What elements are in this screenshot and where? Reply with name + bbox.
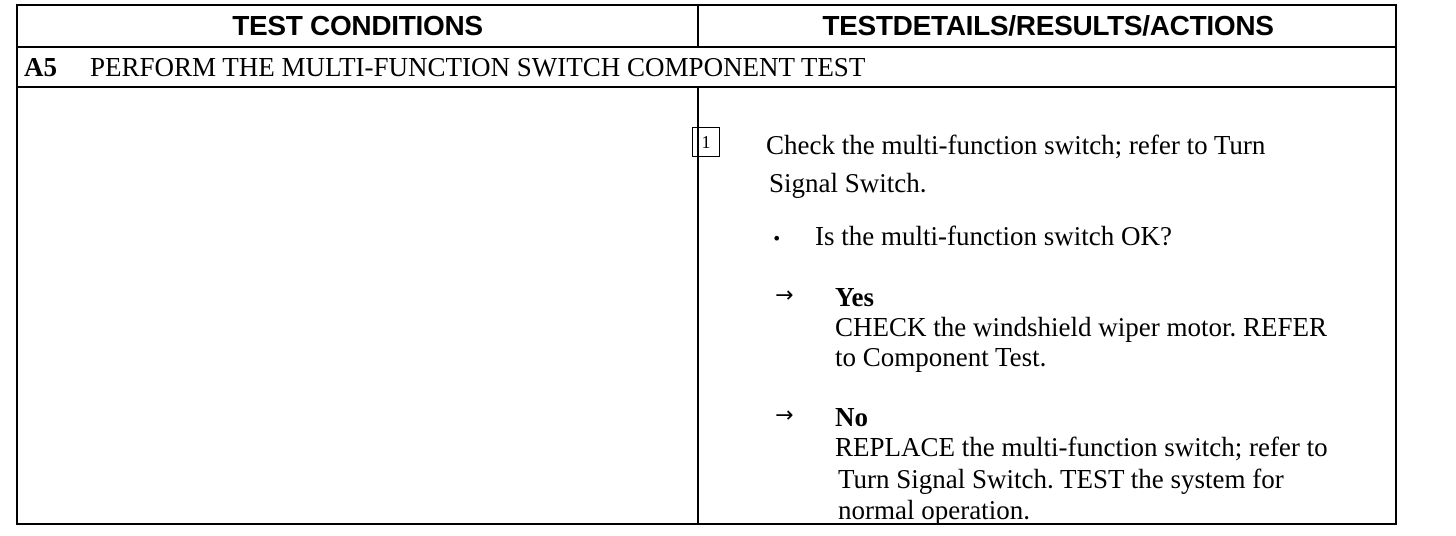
section-divider [18, 86, 1395, 88]
column-divider-top [697, 6, 699, 46]
section-code: A5 [24, 52, 57, 82]
test-details-header: TESTDETAILS/RESULTS/ACTIONS [822, 10, 1274, 41]
step-instruction-line2: Signal Switch. [769, 168, 927, 198]
section-row: A5 PERFORM THE MULTI-FUNCTION SWITCH COMP… [24, 48, 865, 86]
no-arrow-icon: → [775, 403, 794, 428]
step-question: Is the multi-function switch OK? [815, 221, 1172, 251]
bullet-icon: • [772, 229, 782, 248]
test-conditions-header: TEST CONDITIONS [232, 10, 483, 41]
yes-action-line1: CHECK the windshield wiper motor. REFER [835, 312, 1327, 342]
no-action-line3: normal operation. [838, 495, 1030, 525]
step-number-box: 1 [692, 127, 720, 157]
yes-label: Yes [835, 282, 874, 312]
no-action-line2: Turn Signal Switch. TEST the system for [838, 464, 1284, 494]
diagnostic-table: TEST CONDITIONS TESTDETAILS/RESULTS/ACTI… [16, 4, 1397, 525]
section-title: PERFORM THE MULTI-FUNCTION SWITCH COMPON… [90, 52, 866, 82]
column-divider-body [697, 88, 699, 523]
yes-arrow-icon: → [775, 283, 794, 308]
step-instruction-line1: Check the multi-function switch; refer t… [766, 130, 1266, 160]
header-divider [18, 46, 1395, 48]
no-action-line1: REPLACE the multi-function switch; refer… [835, 432, 1328, 462]
no-label: No [835, 402, 868, 432]
yes-action-line2: to Component Test. [835, 342, 1047, 372]
